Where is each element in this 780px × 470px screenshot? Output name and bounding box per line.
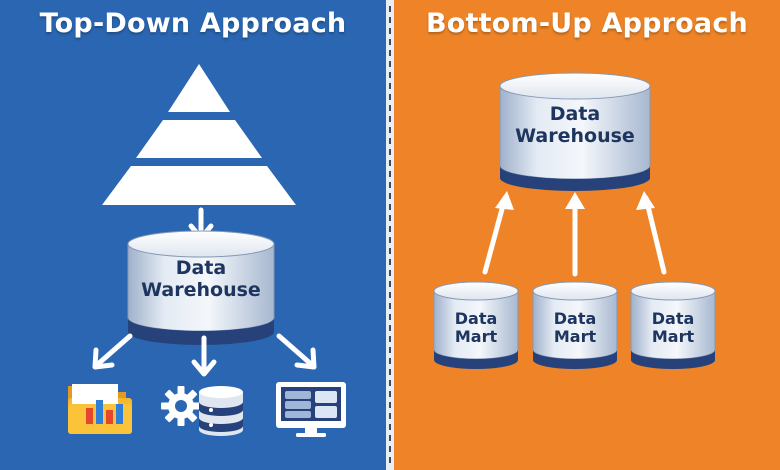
warehouse-label-line2: Warehouse xyxy=(141,278,261,301)
top-down-warehouse-label: Data Warehouse xyxy=(128,257,274,302)
data-mart-cylinder-3 xyxy=(630,281,716,369)
top-down-title: Top-Down Approach xyxy=(39,8,347,39)
warehouse-label-line1: Data xyxy=(175,257,227,279)
arrow-to-folder xyxy=(92,333,133,370)
top-down-warehouse-cylinder xyxy=(127,230,275,345)
data-mart-label-1: Data Mart xyxy=(434,309,518,347)
pyramid-icon xyxy=(102,64,296,205)
data-mart-label-2: Data Mart xyxy=(533,309,617,347)
arrow-mart2-to-warehouse xyxy=(565,192,585,277)
gear-database-icon xyxy=(161,386,243,436)
warehouse-label-line1: Data xyxy=(549,103,601,125)
arrow-mart3-to-warehouse xyxy=(636,191,667,275)
arrow-to-monitor xyxy=(276,333,317,370)
mart-label-line2: Mart xyxy=(454,327,498,347)
data-mart-label-3: Data Mart xyxy=(631,309,715,347)
mart-label-line2: Mart xyxy=(553,327,597,347)
mart-label-line1: Data xyxy=(651,309,695,328)
mart-label-line1: Data xyxy=(454,309,498,328)
mart-label-line2: Mart xyxy=(651,327,695,347)
output-arrows xyxy=(92,333,317,377)
dashed-divider-line xyxy=(389,6,391,464)
data-mart-cylinder-1 xyxy=(433,281,519,369)
arrow-to-gear xyxy=(191,335,217,377)
bottom-up-warehouse-cylinder xyxy=(499,72,651,191)
bottom-up-title: Bottom-Up Approach xyxy=(426,8,748,39)
data-mart-cylinder-2 xyxy=(532,281,618,369)
bottom-up-warehouse-label: Data Warehouse xyxy=(500,103,650,148)
folder-chart-icon xyxy=(68,384,132,434)
warehouse-label-line2: Warehouse xyxy=(515,124,635,147)
mart-label-line1: Data xyxy=(553,309,597,328)
monitor-dashboard-icon xyxy=(276,382,346,437)
upward-arrows xyxy=(482,191,667,277)
arrow-mart1-to-warehouse xyxy=(482,191,514,275)
